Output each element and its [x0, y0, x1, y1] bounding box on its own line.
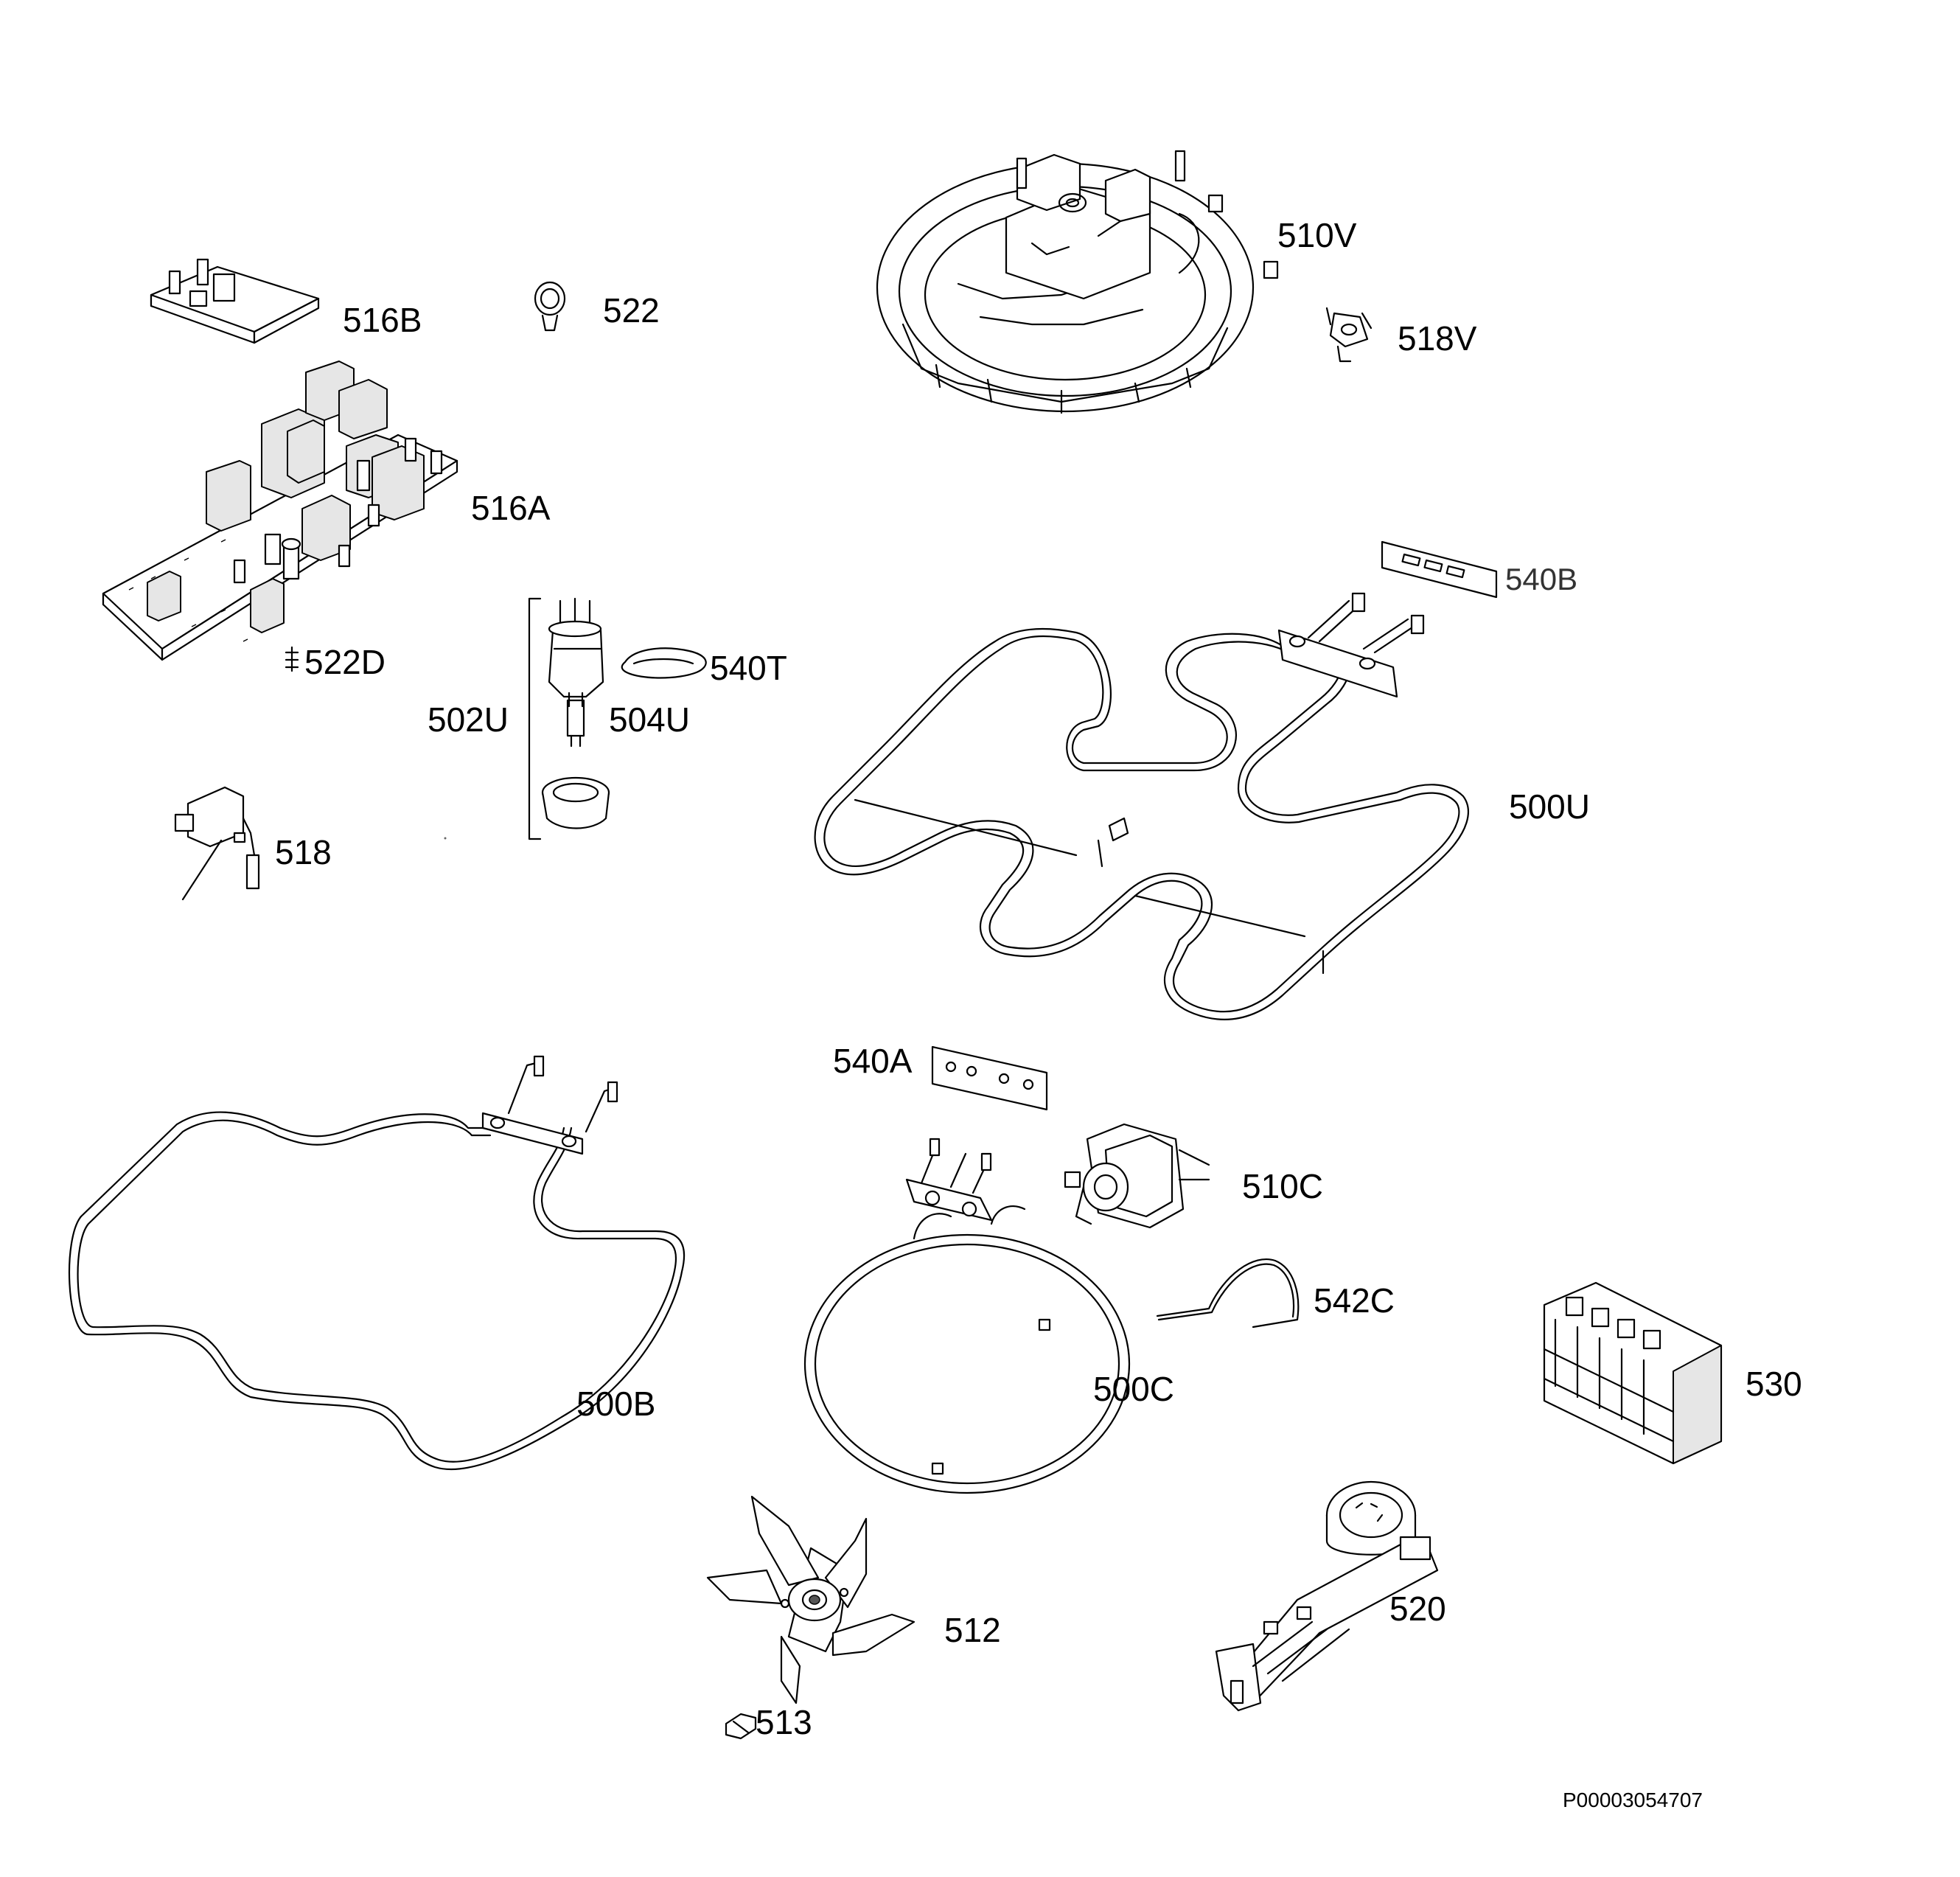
- label-516A: 516A: [471, 489, 551, 527]
- part-510C-fan-motor: [1064, 1123, 1210, 1229]
- label-520: 520: [1389, 1589, 1446, 1628]
- label-540B: 540B: [1505, 562, 1577, 596]
- part-522-clip: [534, 281, 566, 332]
- stray-mark: [444, 837, 447, 840]
- part-518-temperature-sensor: [174, 786, 260, 901]
- label-510C: 510C: [1242, 1167, 1323, 1205]
- part-504U-lamp-bulb: [566, 692, 585, 748]
- label-513: 513: [756, 1703, 812, 1741]
- part-540T-gasket: [621, 647, 707, 679]
- label-540A: 540A: [833, 1042, 913, 1080]
- label-518V: 518V: [1398, 319, 1477, 358]
- label-500C: 500C: [1093, 1370, 1174, 1408]
- lamp-glass-cover: [541, 776, 610, 829]
- part-522D-pin: [285, 646, 299, 672]
- part-540A-plate: [931, 1045, 1048, 1111]
- part-540B-bracket: [1381, 540, 1498, 599]
- label-522: 522: [603, 291, 660, 330]
- part-516B-control-board: [150, 258, 320, 344]
- label-542C: 542C: [1314, 1281, 1395, 1320]
- label-510V: 510V: [1277, 216, 1357, 254]
- label-502U: 502U: [428, 700, 509, 739]
- part-530-terminal-block: [1543, 1281, 1723, 1465]
- part-500C-circular-element: [803, 1138, 1131, 1494]
- label-512: 512: [944, 1611, 1001, 1649]
- label-516B: 516B: [343, 301, 422, 339]
- label-540T: 540T: [710, 649, 787, 687]
- part-500U-grill-element: [814, 592, 1469, 1021]
- part-502U-lamp-assembly: [528, 597, 604, 840]
- label-522D: 522D: [304, 643, 386, 681]
- label-504U: 504U: [609, 700, 690, 739]
- part-513-nut: [725, 1713, 757, 1740]
- label-530: 530: [1745, 1365, 1802, 1403]
- label-500B: 500B: [576, 1385, 655, 1423]
- part-516A-power-board: [102, 361, 458, 661]
- part-542C-wire-clip: [1156, 1258, 1300, 1328]
- part-500B-bottom-element: [68, 1055, 686, 1471]
- label-500U: 500U: [1509, 787, 1590, 826]
- label-518: 518: [275, 833, 332, 871]
- document-id: P00003054707: [1563, 1789, 1703, 1811]
- part-512-fan-blade: [706, 1495, 916, 1704]
- part-520-programmer-switch: [1215, 1480, 1439, 1712]
- part-518V-thermostat: [1325, 307, 1373, 363]
- part-510V-fan-motor-assembly: [876, 150, 1279, 414]
